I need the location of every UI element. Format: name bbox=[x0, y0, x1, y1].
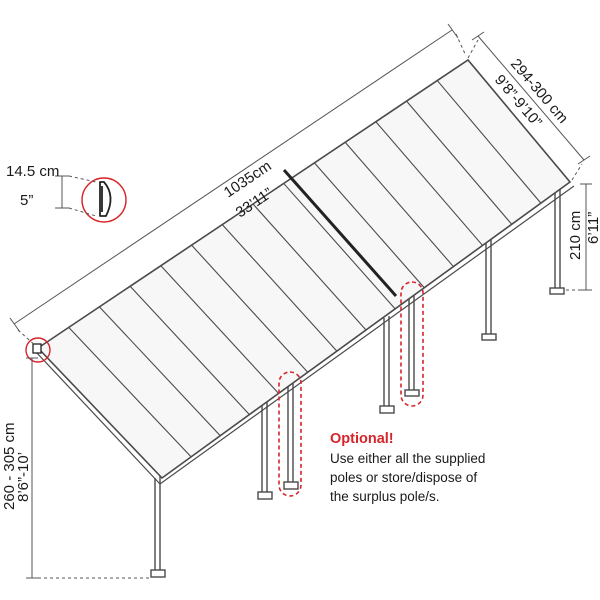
gutter-imperial-label: 5” bbox=[20, 192, 33, 209]
roof-rafter bbox=[191, 244, 309, 373]
roof-rafter bbox=[375, 121, 483, 246]
roof-rafter bbox=[252, 203, 367, 331]
post-front-1 bbox=[150, 476, 166, 578]
width-dimension bbox=[467, 31, 591, 181]
post-back-2 bbox=[481, 238, 497, 341]
high-height-imperial-label: 8’6”-10’ bbox=[15, 452, 32, 502]
roof bbox=[35, 58, 575, 485]
gutter-dimension-line bbox=[55, 175, 97, 217]
optional-note-line-1: Use either all the supplied bbox=[330, 451, 485, 466]
roof-rafters bbox=[68, 80, 542, 458]
post-back-1 bbox=[549, 183, 565, 295]
roof-rafter bbox=[436, 80, 542, 204]
optional-note-line-3: the surplus pole/s. bbox=[330, 489, 440, 504]
post-front-3 bbox=[283, 382, 299, 490]
roof-rafter bbox=[160, 265, 279, 394]
optional-post-highlight-front bbox=[278, 371, 302, 497]
roof-rafter bbox=[344, 141, 454, 267]
gutter-profile-icon bbox=[99, 181, 112, 217]
optional-note-line-2: poles or store/dispose of bbox=[330, 470, 477, 485]
gutter-detail: 14.5 cm 5” bbox=[6, 163, 127, 223]
low-height-imperial-label: 6’11” bbox=[585, 212, 600, 244]
roof-rafter bbox=[406, 100, 513, 225]
post-front-4 bbox=[379, 316, 395, 414]
gutter-detail-callout bbox=[81, 177, 127, 223]
optional-note: Optional! Use either all the supplied po… bbox=[330, 431, 485, 504]
corner-callout bbox=[25, 337, 51, 363]
roof-rafter bbox=[99, 306, 221, 437]
post-front-2 bbox=[257, 398, 273, 500]
roof-front-edge bbox=[35, 185, 575, 485]
low-height-dimension bbox=[566, 183, 592, 291]
roof-rafter bbox=[283, 183, 396, 310]
optional-post-highlight-back bbox=[400, 281, 424, 407]
posts bbox=[150, 183, 565, 578]
optional-note-title: Optional! bbox=[330, 431, 394, 447]
roof-rafter bbox=[68, 327, 192, 458]
high-height-metric-label: 260 - 305 cm bbox=[1, 422, 18, 510]
post-back-3 bbox=[404, 290, 420, 397]
optional-post-highlights bbox=[278, 281, 424, 497]
center-beam bbox=[282, 169, 398, 297]
corner-detail bbox=[25, 337, 51, 363]
length-dimension bbox=[9, 23, 467, 347]
roof-rafter bbox=[129, 285, 250, 415]
roof-rafter bbox=[314, 162, 425, 289]
roof-surface bbox=[36, 58, 572, 480]
gutter-metric-label: 14.5 cm bbox=[6, 163, 59, 180]
low-height-metric-label: 210 cm bbox=[567, 211, 584, 260]
high-height-dimension bbox=[26, 357, 150, 579]
roof-rafter bbox=[221, 224, 338, 352]
